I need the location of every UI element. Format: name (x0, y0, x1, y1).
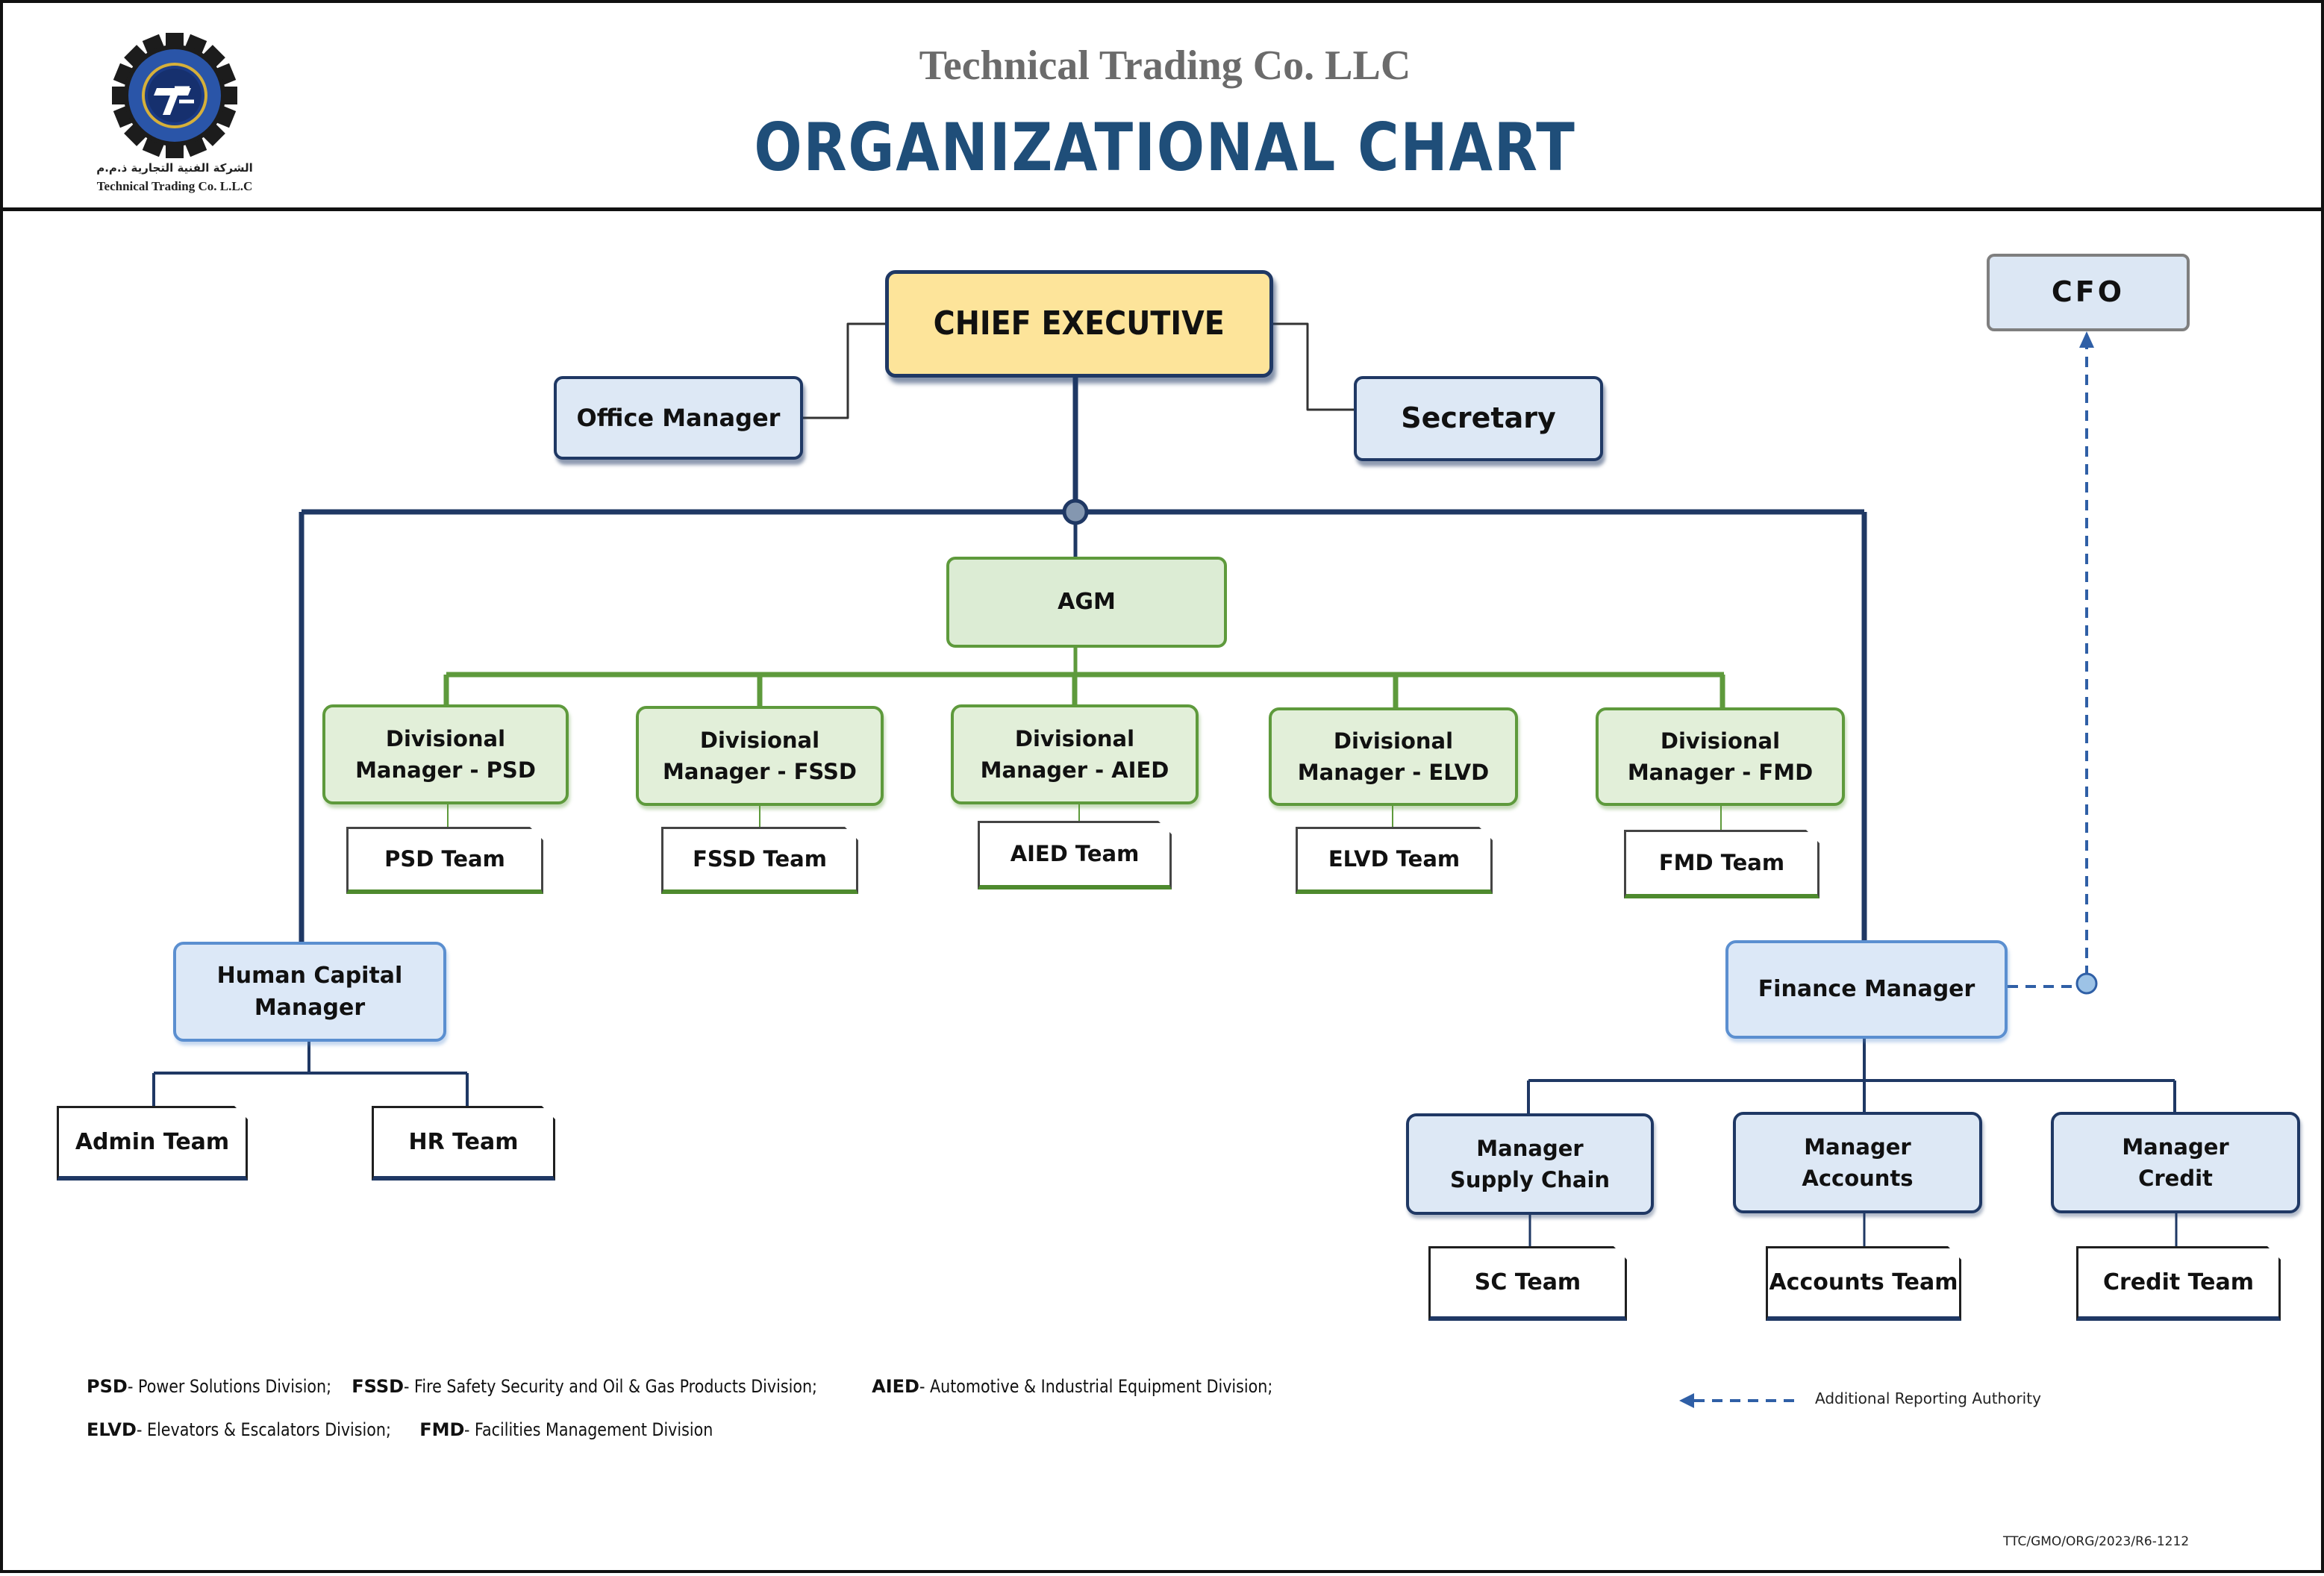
company-name: Technical Trading Co. LLC (919, 43, 1411, 89)
team-sc-label: SC Team (1474, 1269, 1581, 1295)
team-accounts-label: Accounts Team (1769, 1269, 1958, 1295)
node-team-sc: SC Team (1428, 1246, 1627, 1321)
connector-exec-secretary (1272, 322, 1355, 411)
credit-line1: Manager (2122, 1133, 2229, 1160)
connector-exec-office-manager (803, 322, 888, 419)
node-manager-credit: Manager Credit (2051, 1112, 2300, 1213)
office-manager-label: Office Manager (576, 403, 781, 432)
logo-arabic-text: الشركة الفنية التجارية ذ.م.م (96, 161, 253, 175)
reporting-arrowhead-icon (1679, 1393, 1694, 1408)
team-hr-label: HR Team (408, 1128, 519, 1155)
node-office-manager: Office Manager (554, 376, 803, 460)
node-team-fmd: FMD Team (1624, 830, 1819, 898)
division-fmd-line2: Manager - FMD (1627, 760, 1814, 785)
node-agm: AGM (946, 557, 1227, 648)
node-cfo: CFO (1987, 254, 2190, 331)
supply-chain-line1: Manager (1476, 1135, 1584, 1161)
legend-desc-fssd: - Fire Safety Security and Oil & Gas Pro… (404, 1376, 818, 1397)
team-fmd-label: FMD Team (1658, 850, 1785, 876)
connector-dashed-cfo (2008, 343, 2088, 988)
accounts-line2: Accounts (1802, 1166, 1914, 1191)
company-logo: الشركة الفنية التجارية ذ.م.م Technical T… (85, 33, 264, 197)
node-team-accounts: Accounts Team (1766, 1246, 1961, 1321)
node-team-psd: PSD Team (346, 827, 543, 894)
division-elvd-line2: Manager - ELVD (1297, 760, 1490, 785)
node-manager-accounts: Manager Accounts (1733, 1112, 1982, 1213)
division-elvd-line1: Divisional (1333, 728, 1454, 754)
team-fssd-label: FSSD Team (693, 846, 827, 872)
node-team-admin: Admin Team (57, 1106, 248, 1181)
document-reference: TTC/GMO/ORG/2023/R6-1212 (2003, 1534, 2190, 1549)
node-chief-executive: CHIEF EXECUTIVE (885, 270, 1273, 378)
division-aied-line1: Divisional (1014, 725, 1135, 751)
node-division-psd: Divisional Manager - PSD (322, 704, 569, 804)
legend-desc-fmd: - Facilities Management Division (464, 1419, 713, 1440)
dashed-line-end-icon (2075, 972, 2098, 995)
division-psd-line1: Divisional (385, 725, 506, 751)
credit-line2: Credit (2138, 1166, 2213, 1191)
team-elvd-label: ELVD Team (1328, 846, 1461, 872)
cfo-label: CFO (2051, 275, 2125, 309)
node-division-fssd: Divisional Manager - FSSD (636, 706, 884, 806)
division-psd-line2: Manager - PSD (355, 757, 536, 783)
supply-chain-line2: Supply Chain (1449, 1167, 1611, 1192)
node-team-credit: Credit Team (2076, 1246, 2281, 1321)
node-team-aied: AIED Team (978, 821, 1172, 889)
node-manager-supply-chain: Manager Supply Chain (1406, 1113, 1654, 1215)
agm-label: AGM (1058, 589, 1116, 616)
division-fmd-line1: Divisional (1660, 728, 1781, 754)
team-credit-label: Credit Team (2102, 1269, 2255, 1295)
team-aied-label: AIED Team (1010, 841, 1140, 867)
dashed-arrowhead-icon (2079, 331, 2094, 348)
legend-abbr-psd: PSD (87, 1376, 128, 1397)
legend-desc-elvd: - Elevators & Escalators Division; (136, 1419, 391, 1440)
node-finance-manager: Finance Manager (1725, 940, 2008, 1039)
abbreviation-legend-line-1: PSD - Power Solutions Division; FSSD - F… (87, 1376, 1300, 1397)
gear-logo-icon (112, 33, 237, 158)
human-capital-line2: Manager (254, 995, 366, 1021)
secretary-label: Secretary (1401, 401, 1556, 435)
node-team-fssd: FSSD Team (661, 827, 858, 894)
human-capital-line1: Human Capital (216, 962, 403, 989)
connector-hc-teams (152, 1042, 469, 1107)
logo-english-text: Technical Trading Co. L.L.C (96, 179, 253, 193)
junction-node-icon (1062, 498, 1089, 525)
node-team-hr: HR Team (372, 1106, 555, 1181)
node-division-fmd: Divisional Manager - FMD (1596, 707, 1845, 806)
legend-desc-aied: - Automotive & Industrial Equipment Divi… (919, 1376, 1273, 1397)
connector-fin-subs (1527, 1037, 2176, 1115)
chief-executive-label: CHIEF EXECUTIVE (933, 304, 1225, 343)
connector-lines (152, 322, 2178, 1248)
node-team-elvd: ELVD Team (1296, 827, 1493, 894)
node-division-aied: Divisional Manager - AIED (951, 704, 1199, 804)
reporting-legend-label: Additional Reporting Authority (1815, 1389, 2041, 1407)
team-psd-label: PSD Team (384, 846, 505, 872)
legend-desc-psd: - Power Solutions Division; (127, 1376, 331, 1397)
division-aied-line2: Manager - AIED (980, 757, 1169, 783)
node-division-elvd: Divisional Manager - ELVD (1269, 707, 1518, 806)
page-title: ORGANIZATIONAL CHART (754, 109, 1576, 186)
node-human-capital-manager: Human Capital Manager (173, 942, 446, 1042)
reporting-legend-symbol (1679, 1393, 1794, 1408)
finance-manager-label: Finance Manager (1758, 976, 1975, 1003)
legend-abbr-fmd: FMD (419, 1419, 465, 1440)
accounts-line1: Manager (1804, 1133, 1911, 1160)
abbreviation-legend-line-2: ELVD - Elevators & Escalators Division; … (87, 1419, 724, 1440)
division-fssd-line1: Divisional (699, 727, 820, 753)
header-divider (3, 207, 2321, 211)
legend-abbr-aied: AIED (872, 1376, 919, 1397)
legend-abbr-elvd: ELVD (87, 1419, 137, 1440)
division-fssd-line2: Manager - FSSD (663, 759, 857, 784)
team-admin-label: Admin Team (75, 1128, 230, 1155)
node-secretary: Secretary (1354, 376, 1603, 461)
legend-abbr-fssd: FSSD (352, 1376, 404, 1397)
